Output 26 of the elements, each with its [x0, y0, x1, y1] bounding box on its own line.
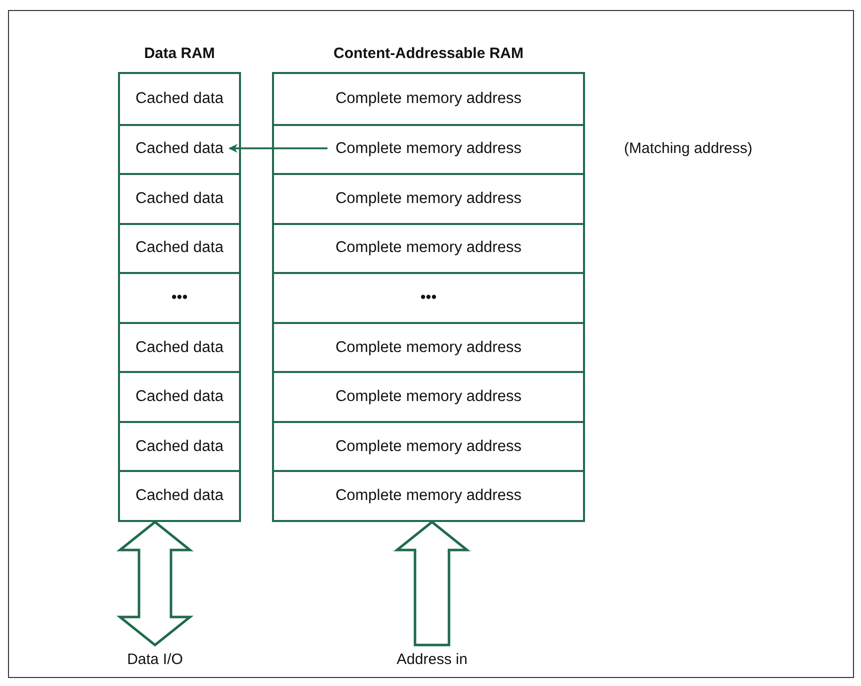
cell-text: Complete memory address: [335, 388, 522, 406]
cell-text: Complete memory address: [335, 190, 522, 208]
cell-text: Cached data: [136, 90, 224, 108]
cell-text: Complete memory address: [335, 239, 522, 258]
cell-text: Cached data: [136, 338, 224, 357]
cell-text: Cached data: [136, 239, 224, 258]
cell-text: Cached data: [136, 388, 224, 406]
cell-text: Complete memory address: [335, 90, 522, 108]
cell-text: Complete memory address: [335, 487, 522, 506]
cell-text: Cached data: [136, 438, 224, 456]
column-heading: Content-Addressable RAM: [332, 44, 524, 64]
column-heading: Data RAM: [143, 44, 216, 64]
cell-text: Complete memory address: [335, 438, 522, 456]
cell-text: •••: [420, 288, 437, 307]
cell-text: •••: [171, 288, 188, 307]
arrow: [228, 144, 328, 153]
cell-text: Cached data: [136, 140, 224, 158]
block-arrow: [116, 520, 194, 647]
cell-text: Complete memory address: [335, 140, 522, 158]
annotation-text: (Matching address): [624, 140, 752, 157]
io-label: Address in: [396, 651, 468, 668]
cell-text: Cached data: [136, 487, 224, 506]
cell-text: Cached data: [136, 190, 224, 208]
block-arrow: [393, 520, 471, 646]
io-label: Data I/O: [127, 651, 183, 668]
cell-text: Complete memory address: [335, 338, 522, 357]
